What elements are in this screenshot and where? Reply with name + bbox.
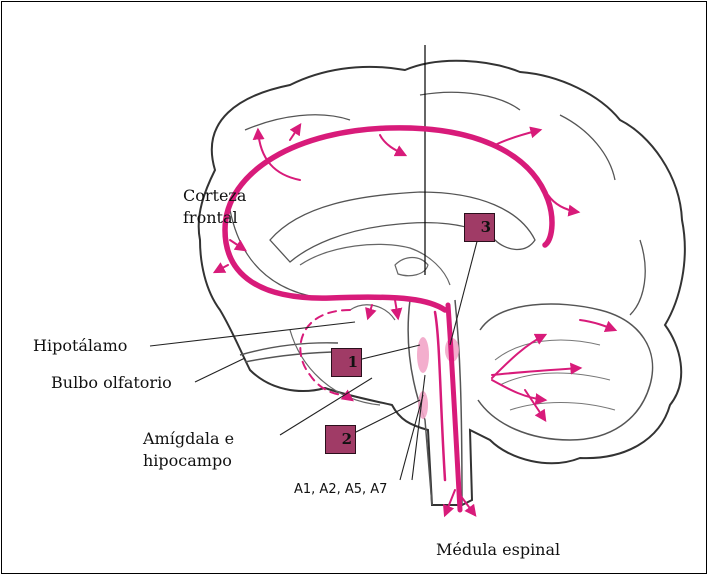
label-corteza-frontal-line1: Corteza [183, 186, 246, 206]
label-amigdala-line1: Amígdala e [143, 429, 234, 449]
marker-2: 2 [325, 425, 356, 454]
label-hipotalamo: Hipotálamo [33, 336, 127, 356]
marker-1: 1 [331, 348, 362, 377]
label-corteza-frontal-line2: frontal [183, 208, 238, 228]
label-amigdala-line2: hipocampo [143, 451, 232, 471]
label-medula-espinal: Médula espinal [436, 540, 560, 560]
label-nuclei: A1, A2, A5, A7 [294, 482, 387, 497]
label-bulbo-olfatorio: Bulbo olfatorio [51, 373, 172, 393]
marker-3: 3 [464, 213, 495, 242]
